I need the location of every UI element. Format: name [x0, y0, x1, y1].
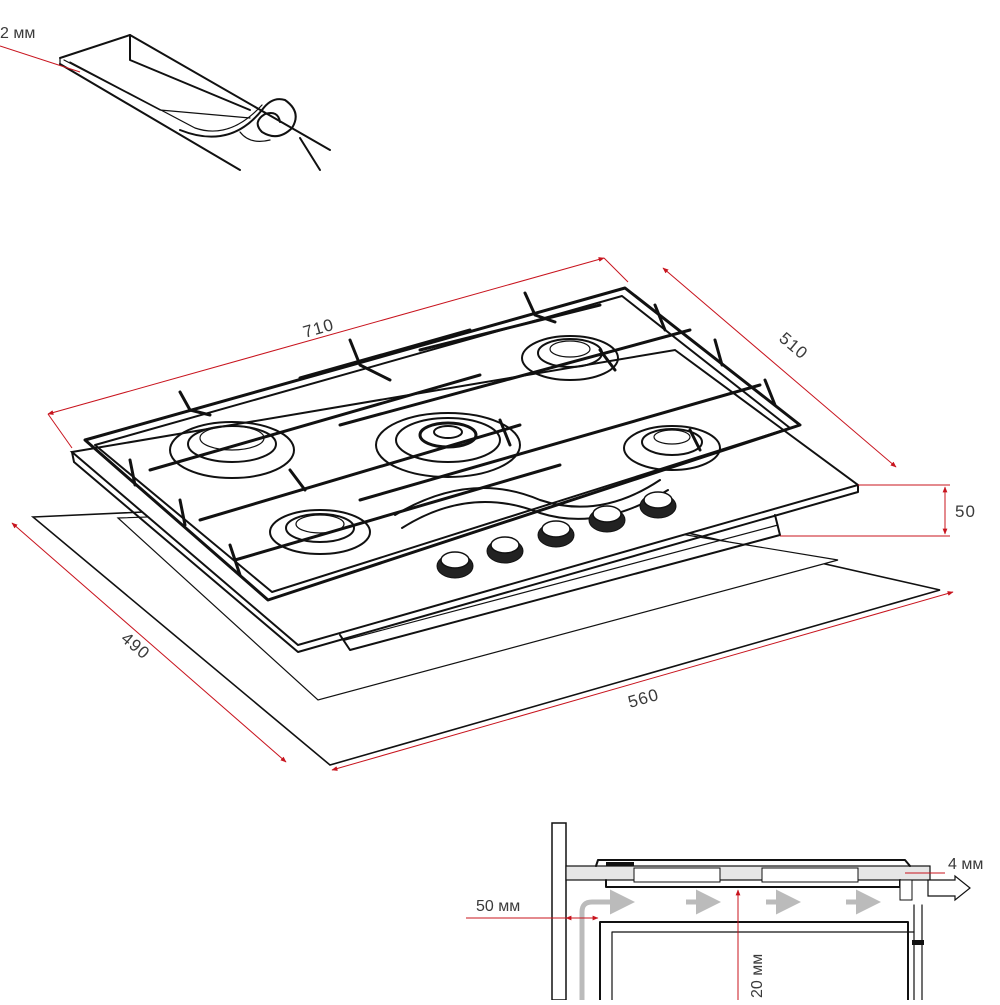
knob-1	[436, 551, 474, 579]
knob-2	[486, 536, 524, 564]
seal-detail: 2 мм	[0, 25, 331, 171]
dimension-height: 50	[780, 484, 976, 537]
control-knobs	[436, 491, 677, 579]
cutout-depth-label: 490	[117, 629, 153, 664]
seal-gap-line	[0, 45, 81, 73]
knob-5	[639, 491, 677, 519]
dimension-width: 710	[47, 257, 629, 449]
bottom-gap-label: 20 мм	[749, 954, 766, 998]
edge-gap-label: 4 мм	[948, 856, 983, 873]
seal-gap-label: 2 мм	[0, 25, 35, 42]
burner-rear-left	[169, 421, 295, 479]
airflow-arrow-left	[579, 889, 635, 1000]
depth-label: 510	[775, 329, 811, 364]
knob-4	[588, 505, 626, 533]
side-clearance-label: 50 мм	[476, 898, 520, 915]
section-detail: 50 мм 20 мм 4 мм	[466, 822, 983, 1001]
dimension-cutout-width: 560	[331, 591, 954, 771]
cutout-width-label: 560	[626, 685, 661, 712]
height-label: 50	[955, 502, 976, 521]
width-label: 710	[301, 315, 336, 342]
knob-3	[537, 520, 575, 548]
